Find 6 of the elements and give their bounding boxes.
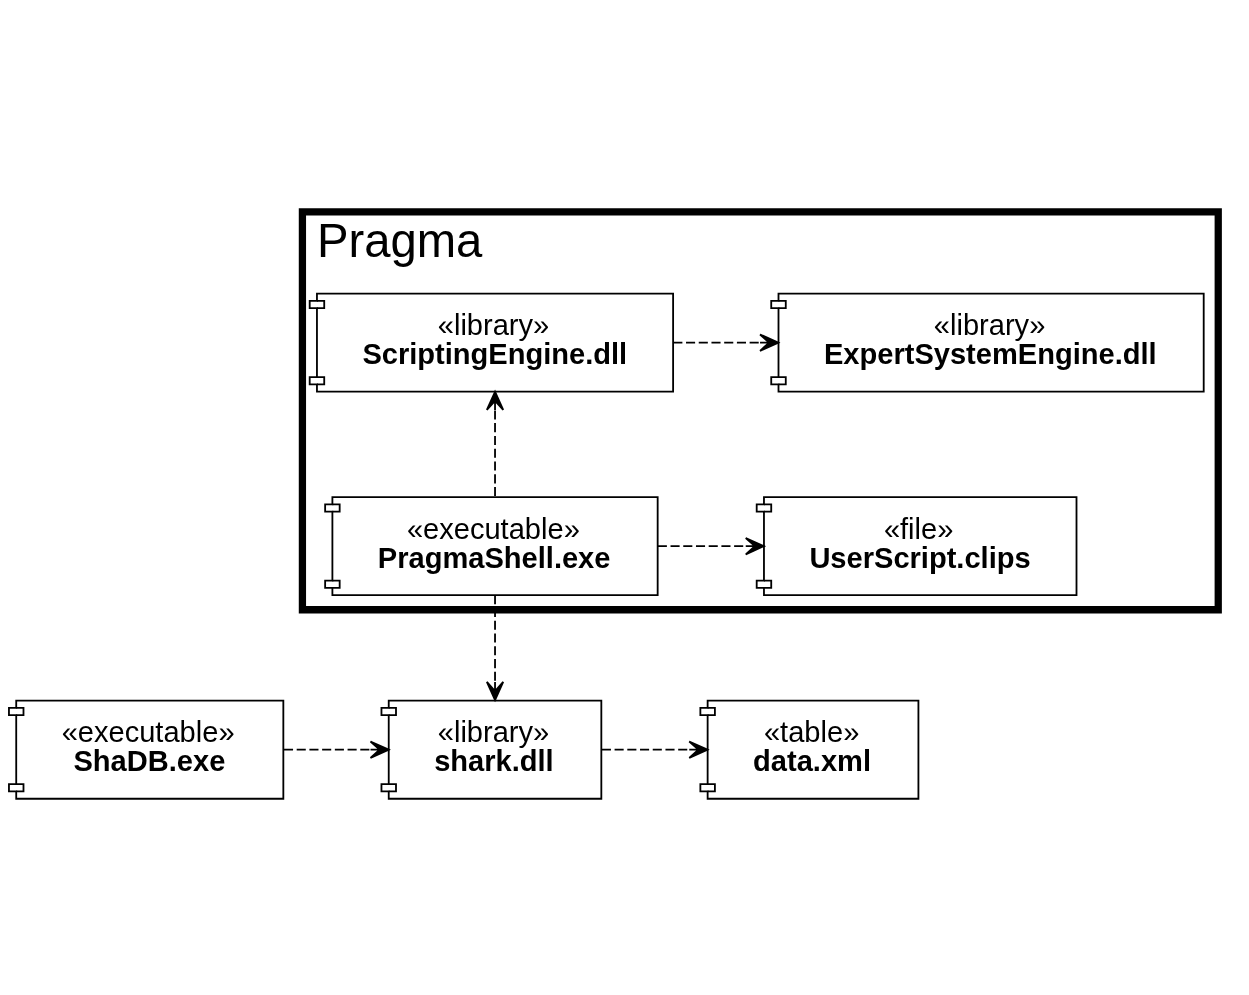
- arrow: [672, 333, 780, 352]
- arrow: [485, 390, 505, 498]
- arrow: [600, 740, 709, 759]
- arrow: [656, 536, 765, 555]
- arrow: [485, 593, 505, 701]
- arrow: [283, 740, 390, 759]
